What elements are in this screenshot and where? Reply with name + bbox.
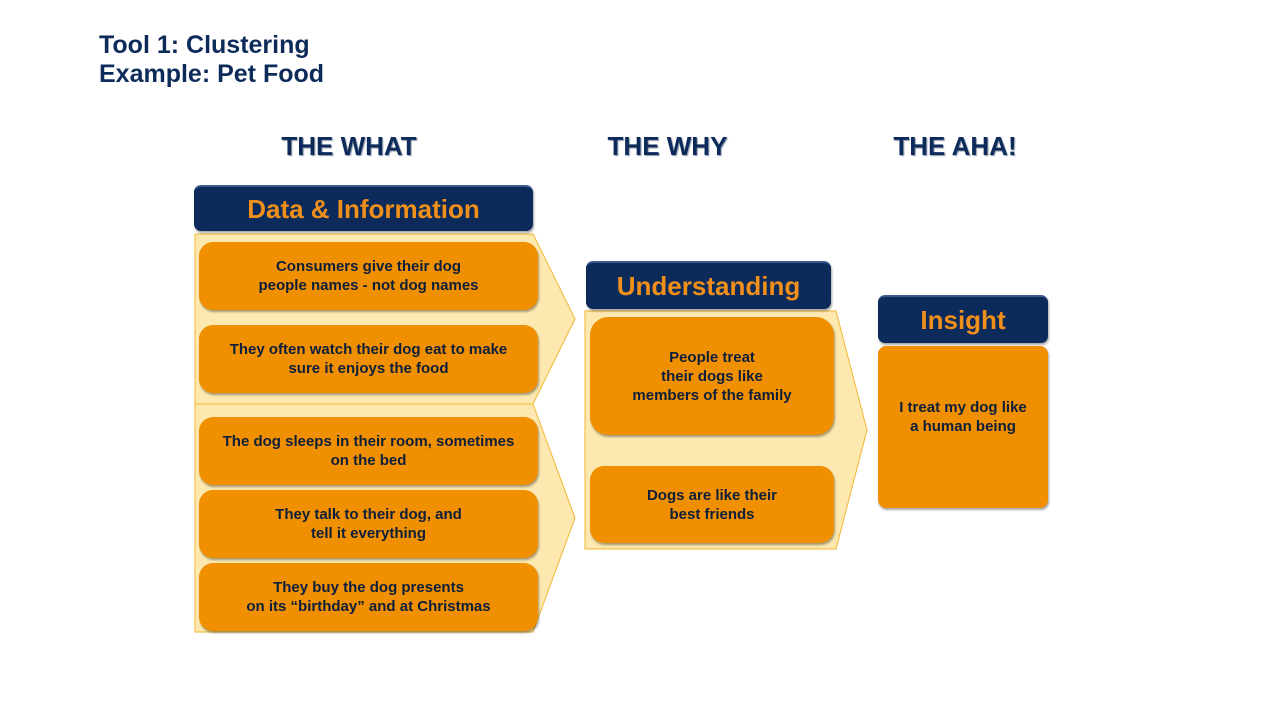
slide-title-line-2: Example: Pet Food bbox=[99, 60, 325, 88]
slide-title-line-1: Tool 1: Clustering bbox=[99, 31, 310, 59]
what-item-2: They often watch their dog eat to make s… bbox=[199, 325, 538, 393]
what-item-3: The dog sleeps in their room, sometimes … bbox=[199, 417, 538, 485]
column-heading-what: THE WHAT bbox=[281, 131, 417, 161]
what-item-5: They buy the dog presents on its “birthd… bbox=[199, 563, 538, 631]
what-item-1: Consumers give their dog people names - … bbox=[199, 242, 538, 310]
data-information-header: Data & Information bbox=[194, 185, 533, 231]
column-heading-why: THE WHY bbox=[607, 131, 728, 161]
why-item-1: People treat their dogs like members of … bbox=[590, 317, 834, 435]
why-item-2: Dogs are like their best friends bbox=[590, 466, 834, 543]
what-item-4: They talk to their dog, and tell it ever… bbox=[199, 490, 538, 558]
aha-item-1: I treat my dog like a human being bbox=[878, 346, 1048, 508]
column-heading-aha: THE AHA! bbox=[893, 131, 1017, 161]
insight-header: Insight bbox=[878, 295, 1048, 343]
understanding-header: Understanding bbox=[586, 261, 831, 309]
